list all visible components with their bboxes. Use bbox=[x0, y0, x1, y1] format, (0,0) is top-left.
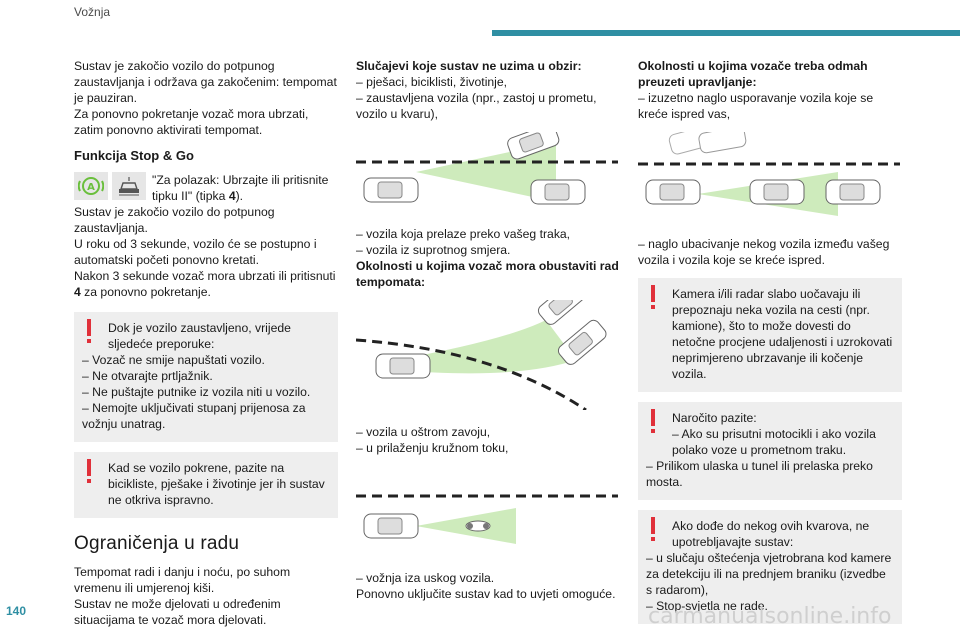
section-title: Ograničenja u radu bbox=[74, 533, 240, 554]
illustration-sharp-curve bbox=[355, 279, 620, 414]
illustration-narrow-vehicle bbox=[356, 466, 620, 560]
warning-box: Dok je vozilo zaustavljeno, vrijede slje… bbox=[74, 312, 338, 442]
header-accent-bar bbox=[492, 30, 960, 36]
paragraph: Sustav je zakočio vozilo do potpunog zau… bbox=[74, 205, 275, 235]
warning-icon bbox=[651, 517, 655, 541]
warning-box: Kamera i/ili radar slabo uočavaju ili pr… bbox=[638, 278, 902, 392]
header-title: Vožnja bbox=[74, 5, 111, 19]
vehicle-ahead-icon bbox=[112, 172, 146, 200]
illustration-crossing-vehicle bbox=[356, 124, 620, 216]
stopgo-heading: Funkcija Stop & Go bbox=[74, 148, 194, 163]
subheading: Okolnosti u kojima vozače treba odmah pr… bbox=[638, 59, 868, 89]
warning-box: Kad se vozilo pokrene, pazite na bicikli… bbox=[74, 452, 338, 518]
column-1: Sustav je zakočio vozilo do potpunog zau… bbox=[74, 58, 338, 628]
warning-icon bbox=[87, 459, 91, 483]
warning-box: Ako dođe do nekog ovih kvarova, ne upotr… bbox=[638, 510, 902, 624]
illustration-sudden-braking bbox=[638, 124, 902, 226]
svg-text:A: A bbox=[87, 182, 95, 193]
page-number: 140 bbox=[6, 604, 27, 618]
paragraph: Za ponovno pokretanje vozač mora ubrzati… bbox=[74, 107, 309, 137]
stopgo-icons: A bbox=[74, 172, 146, 204]
column-2: Slučajevi koje sustav ne uzima u obzir: … bbox=[355, 59, 620, 601]
watermark: carmanualsonline.info bbox=[648, 604, 892, 629]
warning-icon bbox=[651, 409, 655, 433]
column-3: Okolnosti u kojima vozače treba odmah pr… bbox=[638, 58, 902, 634]
subheading: Okolnosti u kojima vozač mora obustaviti… bbox=[356, 259, 619, 289]
stopgo-instruction: "Za polazak: Ubrzajte ili pritisnite tip… bbox=[152, 173, 329, 203]
warning-box: Naročito pazite: – Ako su prisutni motoc… bbox=[638, 402, 902, 500]
paragraph: U roku od 3 sekunde, vozilo će se postup… bbox=[74, 237, 317, 267]
warning-icon bbox=[651, 285, 655, 309]
subheading: Slučajevi koje sustav ne uzima u obzir: bbox=[356, 59, 582, 73]
stopgo-row: A "Za polazak: Ubrzajte ili pritisnite t… bbox=[74, 172, 338, 204]
auto-start-icon: A bbox=[74, 172, 108, 200]
paragraph: Sustav ne može djelovati u određenim sit… bbox=[74, 597, 281, 627]
paragraph: Nakon 3 sekunde vozač mora ubrzati ili p… bbox=[74, 269, 336, 299]
warning-icon bbox=[87, 319, 91, 343]
paragraph: Tempomat radi i danju i noću, po suhom v… bbox=[74, 565, 291, 595]
paragraph: Sustav je zakočio vozilo do potpunog zau… bbox=[74, 59, 337, 105]
